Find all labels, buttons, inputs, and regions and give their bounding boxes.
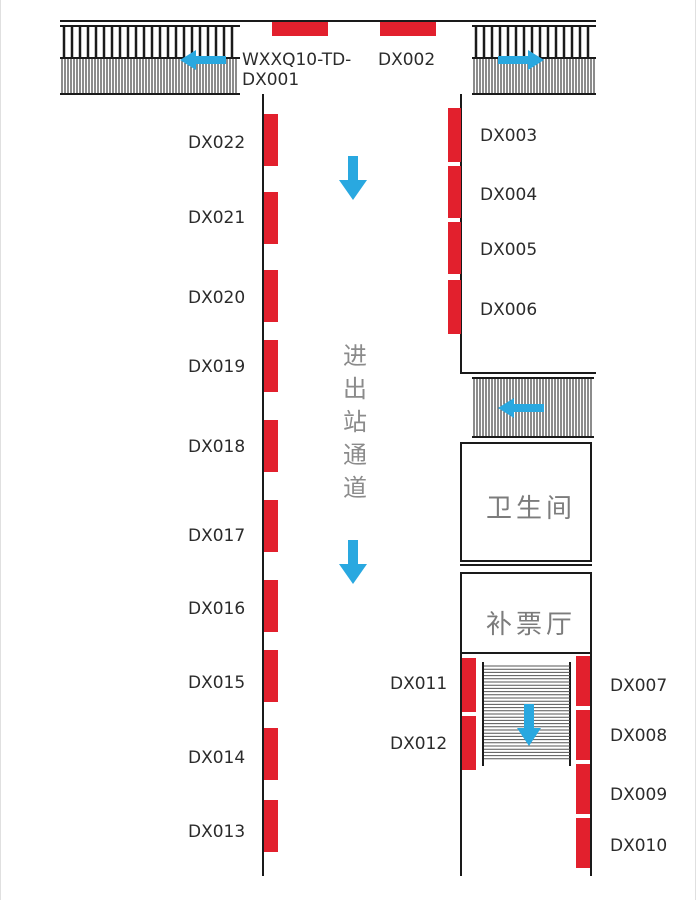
label-dx014: DX014 [188, 748, 246, 768]
restroom-label: 卫生间 [486, 494, 577, 524]
restroom-room: 卫生间 [460, 442, 592, 562]
arrow-icon [339, 156, 367, 200]
ad-panel-dx012 [462, 716, 476, 770]
corridor-label: 进 出 站 通 道 [340, 340, 370, 505]
label-dx015: DX015 [188, 673, 246, 693]
label-dx001: WXXQ10-TD- DX001 [242, 50, 352, 90]
ad-panel-dx013 [264, 800, 278, 852]
corridor-left-wall [262, 94, 264, 876]
ad-panel-dx014 [264, 728, 278, 780]
ad-panel-dx011 [462, 658, 476, 712]
ad-panel-dx020 [264, 270, 278, 322]
arrow-icon [498, 50, 544, 70]
ad-panel-dx015 [264, 650, 278, 702]
ad-panel-dx008 [576, 710, 590, 760]
ad-panel-dx006 [448, 280, 461, 334]
ad-panel-dx017 [264, 500, 278, 552]
label-dx022: DX022 [188, 133, 246, 153]
top-wall [240, 20, 472, 22]
ticket-office-label: 补票厅 [486, 610, 577, 640]
label-dx019: DX019 [188, 357, 246, 377]
arrow-icon [180, 50, 226, 70]
label-dx006: DX006 [480, 300, 538, 320]
ad-panel-dx022 [264, 114, 278, 166]
ad-panel-dx009 [576, 764, 590, 814]
label-dx004: DX004 [480, 185, 538, 205]
page-edge-left [0, 0, 1, 900]
corridor-char: 站 [343, 408, 367, 436]
corridor-right-wall-upper [460, 94, 462, 374]
label-dx008: DX008 [610, 726, 668, 746]
label-dx009: DX009 [610, 785, 668, 805]
label-dx005: DX005 [480, 240, 538, 260]
ad-panel-dx007 [576, 656, 590, 706]
label-dx011: DX011 [390, 674, 448, 694]
ad-panel-dx004 [448, 166, 461, 218]
ad-panel-dx003 [448, 108, 461, 162]
ad-panel-dx001 [272, 22, 328, 36]
right-building-wall [590, 654, 592, 876]
ad-panel-dx021 [264, 192, 278, 244]
corridor-char: 通 [343, 441, 367, 469]
arrow-icon [517, 704, 541, 746]
ticket-office-room: 补票厅 [460, 572, 592, 654]
ad-panel-dx010 [576, 818, 590, 868]
label-dx003: DX003 [480, 126, 538, 146]
ad-panel-dx018 [264, 420, 278, 472]
label-dx010: DX010 [610, 836, 668, 856]
ad-panel-dx016 [264, 580, 278, 632]
corridor-char: 道 [343, 474, 367, 502]
arrow-icon [339, 540, 367, 584]
label-dx016: DX016 [188, 599, 246, 619]
label-dx020: DX020 [188, 288, 246, 308]
label-dx007: DX007 [610, 676, 668, 696]
ad-panel-dx019 [264, 340, 278, 392]
label-dx013: DX013 [188, 822, 246, 842]
right-bump-wall [460, 372, 596, 374]
label-dx021: DX021 [188, 208, 246, 228]
corridor-right-wall-lower [460, 654, 462, 876]
label-dx017: DX017 [188, 526, 246, 546]
label-dx002: DX002 [378, 50, 436, 70]
divider-wall [460, 564, 592, 566]
ad-panel-dx005 [448, 222, 461, 274]
arrow-icon [498, 398, 544, 418]
corridor-char: 出 [343, 375, 367, 403]
label-dx012: DX012 [390, 734, 448, 754]
label-dx018: DX018 [188, 437, 246, 457]
ad-panel-dx002 [380, 22, 436, 36]
corridor-char: 进 [343, 342, 367, 370]
